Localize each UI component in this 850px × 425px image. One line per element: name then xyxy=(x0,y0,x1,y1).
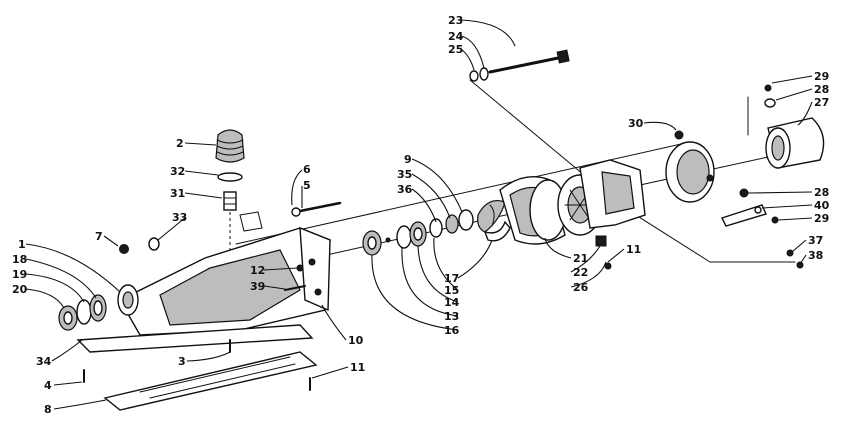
callout-5: 5 xyxy=(303,179,311,192)
long-bolt xyxy=(488,49,570,74)
callout-25: 25 xyxy=(448,43,463,56)
callout-39: 39 xyxy=(250,280,265,293)
bellows-clip xyxy=(217,172,243,182)
callout-28-top: 28 xyxy=(814,83,829,96)
callout-19: 19 xyxy=(12,268,27,281)
impeller xyxy=(477,199,511,242)
rod-end xyxy=(786,249,804,269)
callout-16: 16 xyxy=(444,324,460,337)
callout-34: 34 xyxy=(36,355,52,368)
callout-labels: 23 24 25 29 28 27 30 2 32 31 6 5 9 35 36… xyxy=(12,14,830,416)
callout-10: 10 xyxy=(348,334,364,347)
callout-36: 36 xyxy=(397,183,413,196)
pump-housing xyxy=(499,176,567,245)
small-hardware xyxy=(284,264,306,291)
callout-35: 35 xyxy=(397,168,412,181)
callout-26: 26 xyxy=(573,281,589,294)
callout-3: 3 xyxy=(178,355,186,368)
callout-6: 6 xyxy=(303,163,311,176)
callout-11-bottom: 11 xyxy=(350,361,365,374)
shaft-bearings xyxy=(362,209,474,256)
bottom-plate xyxy=(76,324,318,411)
callout-2: 2 xyxy=(176,137,184,150)
callout-leaders xyxy=(25,19,813,410)
steering-nozzle xyxy=(747,84,825,169)
callout-1: 1 xyxy=(18,238,26,251)
callout-18: 18 xyxy=(12,253,27,266)
callout-27: 27 xyxy=(814,96,829,109)
callout-12: 12 xyxy=(250,264,265,277)
callout-14: 14 xyxy=(444,296,460,309)
clamp-ring xyxy=(665,130,715,203)
callout-37: 37 xyxy=(808,234,823,247)
nut-and-washer xyxy=(119,237,160,254)
callout-13: 13 xyxy=(444,310,459,323)
bellows-boot xyxy=(215,129,245,163)
bolt-washers xyxy=(469,67,489,82)
callout-9: 9 xyxy=(404,153,412,166)
callout-22: 22 xyxy=(573,266,588,279)
bearing-stack xyxy=(58,284,139,331)
callout-29-mid: 29 xyxy=(814,212,829,225)
callout-8: 8 xyxy=(44,403,52,416)
callout-31: 31 xyxy=(170,187,185,200)
callout-17: 17 xyxy=(444,272,459,285)
callout-28-mid: 28 xyxy=(814,186,829,199)
callout-7: 7 xyxy=(95,230,103,243)
callout-30: 30 xyxy=(628,117,644,130)
callout-32: 32 xyxy=(170,165,185,178)
callout-15: 15 xyxy=(444,284,459,297)
callout-33: 33 xyxy=(172,211,187,224)
callout-21: 21 xyxy=(573,252,588,265)
callout-23: 23 xyxy=(448,14,463,27)
callout-38: 38 xyxy=(808,249,823,262)
bottom-screws xyxy=(83,339,311,391)
callout-4: 4 xyxy=(44,379,52,392)
main-housing xyxy=(119,211,331,336)
steering-arm xyxy=(721,188,779,227)
callout-20: 20 xyxy=(12,283,28,296)
callout-40: 40 xyxy=(814,199,830,212)
callout-29-top: 29 xyxy=(814,70,829,83)
callout-11-right: 11 xyxy=(626,243,641,256)
top-bolt xyxy=(291,201,342,217)
nozzle-housing xyxy=(579,159,646,270)
callout-24: 24 xyxy=(448,30,464,43)
